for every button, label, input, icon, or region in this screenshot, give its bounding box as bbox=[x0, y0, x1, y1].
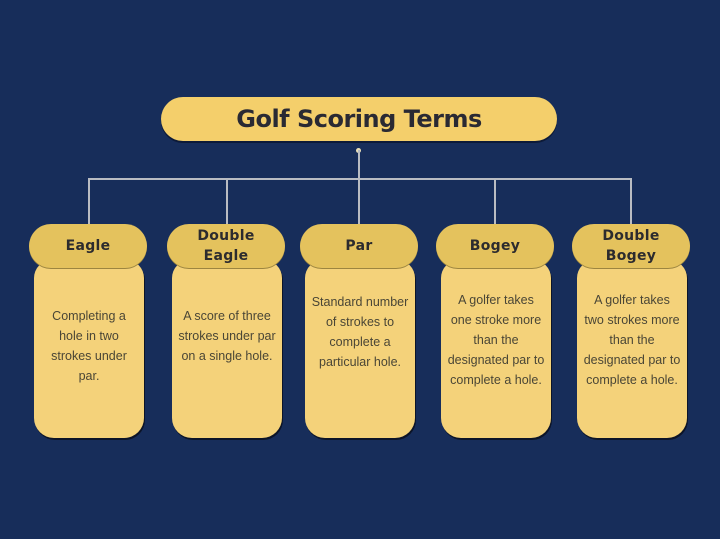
card-description: Standard number of strokes to complete a… bbox=[305, 260, 415, 438]
card-title: Par bbox=[300, 224, 418, 268]
card-title: Bogey bbox=[436, 224, 554, 268]
connector-double-eagle bbox=[226, 178, 228, 224]
card-title: Double Eagle bbox=[167, 224, 285, 268]
card-description: A golfer takes one stroke more than the … bbox=[441, 260, 551, 438]
card-description: A golfer takes two strokes more than the… bbox=[577, 260, 687, 438]
card-title: Double Bogey bbox=[572, 224, 690, 268]
card-description: Completing a hole in two strokes under p… bbox=[34, 260, 144, 438]
diagram-title: Golf Scoring Terms bbox=[236, 105, 482, 133]
connector-par bbox=[358, 178, 360, 224]
connector-double-bogey bbox=[630, 178, 632, 224]
horizontal-connector bbox=[88, 178, 632, 180]
connector-eagle bbox=[88, 178, 90, 224]
connector-bogey bbox=[494, 178, 496, 224]
title-connector bbox=[358, 150, 360, 180]
card-description: A score of three strokes under par on a … bbox=[172, 260, 282, 438]
title-pill: Golf Scoring Terms bbox=[161, 97, 557, 141]
card-title: Eagle bbox=[29, 224, 147, 268]
